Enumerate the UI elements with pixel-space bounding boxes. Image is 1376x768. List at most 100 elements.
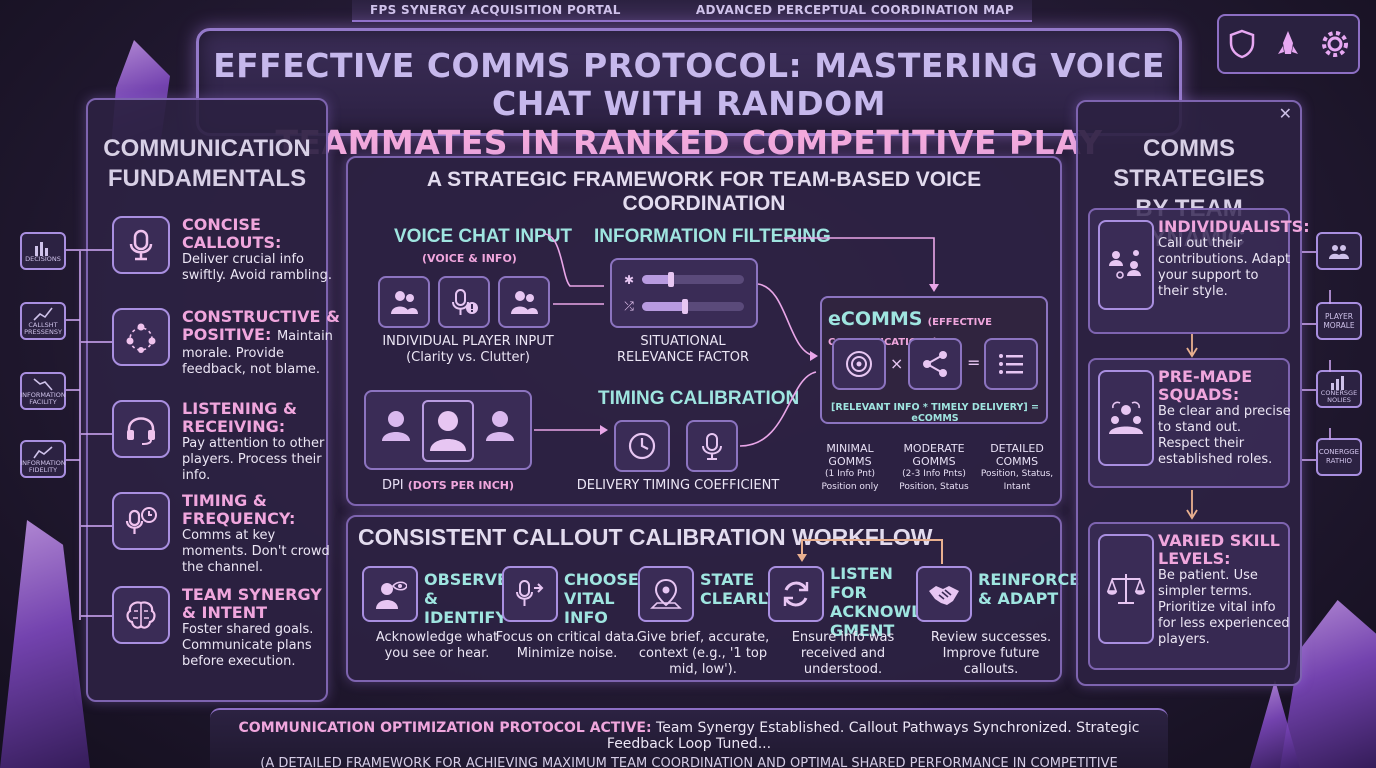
fund-inline-body: Maintain [276,329,333,344]
strat-body: Call out their contributions. Adapt your… [1158,236,1291,299]
strat-body: Be patient. Use simpler terms. Prioritiz… [1158,568,1290,647]
status-text: Team Synergy Established. Callout Pathwa… [606,720,1140,752]
fund-icon-box [112,400,170,458]
side-chip-decisions[interactable]: DECISIONS [20,232,66,270]
target-icon [846,351,872,377]
list-icon [999,354,1023,374]
chip-label: DECISIONS [25,254,61,263]
individual-caption-1: INDIVIDUAL PLAYER INPUT [382,334,554,349]
chip-label: INFORMATION FIDELITY [20,459,66,474]
rocket-icon[interactable] [1272,28,1304,60]
workflow-title: CONSISTENT CALLOUT CALIBRATION WORKFLOW [358,524,933,550]
info-filtering-label: INFORMATION FILTERING [594,226,831,247]
strat-icon-box [1098,220,1154,310]
squad-icon [1109,401,1143,434]
filter-sliders-box[interactable]: ✱ ⤮ [610,258,758,328]
side-chip-fidelity[interactable]: INFORMATION FIDELITY [20,440,66,478]
level-l2: COMMS [995,455,1039,468]
strategy-arrow [1186,490,1198,520]
gear-icon[interactable] [1319,28,1351,60]
wf-icon-box [916,566,972,622]
side-chip-pressensy[interactable]: CALLSHT PRESSENSY [20,302,66,340]
headset-icon [127,417,155,445]
chip-label: CONERGGE RATHIO [1318,448,1360,465]
close-icon[interactable]: ✕ [1278,104,1292,123]
ecomms-box: eCOMMS (EFFECTIVE COMMUNICATIONS) × = [R… [820,296,1048,424]
filter-slider[interactable] [641,298,744,314]
line-chart-down-icon [33,378,53,391]
microphone-icon [129,229,153,261]
chip-label: INFORMATION FACILITY [20,391,66,406]
clock-box[interactable] [614,420,670,472]
fund-body: Deliver crucial info swiftly. Avoid ramb… [182,252,333,283]
equals-sign: = [967,353,981,372]
mic-arrow-icon [516,580,544,606]
dpi-caption: DPI (DOTS PER INCH) [364,478,532,493]
shield-icon[interactable] [1226,28,1258,60]
player-input-box-2[interactable] [438,276,490,328]
strategy-card[interactable]: INDIVIDUALISTS: Call out their contribut… [1088,208,1310,334]
slider-row-shuffle[interactable]: ⤮ [624,298,744,314]
fundamentals-title-line1: COMMUNICATION [103,135,311,162]
strategy-card[interactable]: VARIED SKILL LEVELS: Be patient. Use sim… [1088,522,1290,670]
level-l3: Position, Status, [980,469,1054,479]
fund-body: morale. Provide feedback, not blame. [182,346,321,377]
level-l3: (2-3 Info Pnts) [902,469,966,479]
chip-label: CONERSGE NOLIES [1320,389,1358,404]
level-l3: (1 Info Pnt) [824,469,875,479]
chip-label: CALLSHT PRESSENSY [24,321,62,336]
level-minimal: MINIMAL GOMMS (1 Info Pnt) Position only [820,442,880,494]
fund-body: Comms at key moments. Don't crowd the ch… [182,528,330,575]
side-chip-team[interactable] [1316,232,1362,270]
level-l4: Position, Status [899,482,969,492]
chip-label: PLAYER MORALE [1323,312,1355,330]
status-subline: (A DETAILED FRAMEWORK FOR ACHIEVING MAXI… [260,756,1118,768]
wf-icon-box [502,566,558,622]
strat-head: VARIED SKILL LEVELS: [1158,531,1280,568]
wf-body: Give brief, accurate, context (e.g., '1 … [636,630,770,677]
page-title-line1: EFFECTIVE COMMS PROTOCOL: MASTERING VOIC… [213,46,1165,123]
group-icon [1329,245,1349,259]
dpi-sub: (DOTS PER INCH) [407,479,515,492]
framework-title: A STRATEGIC FRAMEWORK FOR TEAM-BASED VOI… [426,168,982,215]
shuffle-icon: ⤮ [624,298,634,313]
voice-input-label: VOICE CHAT INPUT [394,226,573,247]
line-chart-icon [33,307,53,321]
eye-person-icon [376,581,407,609]
multiply-sign: × [890,354,904,373]
side-chip-nolies[interactable]: CONERSGE NOLIES [1316,370,1362,408]
title-frame: EFFECTIVE COMMS PROTOCOL: MASTERING VOIC… [196,28,1182,162]
ecomms-formula: [RELEVANT INFO * TIMELY DELIVERY] = eCOM… [831,402,1039,424]
strategy-card[interactable]: PRE-MADE SQUADS: Be clear and precise to… [1088,358,1291,488]
slider-row-bluetooth[interactable]: ✱ [623,272,745,287]
ecomms-target-box[interactable] [832,338,886,390]
situational-caption: SITUATIONAL RELEVANCE FACTOR [598,334,768,366]
fundamentals-title: COMMUNICATION FUNDAMENTALS [88,134,326,194]
line-chart-icon [33,446,53,459]
dpi-box[interactable] [364,390,532,470]
ecomms-list-box[interactable] [984,338,1038,390]
wf-head: OBSERVE & IDENTIFY [424,570,508,627]
level-l4: Position only [821,482,879,492]
wf-body: Focus on critical data. Minimize noise. [495,630,639,661]
wf-head: CHOOSE VITAL INFO [564,570,639,627]
wf-icon-box [638,566,694,622]
relevance-slider[interactable] [642,272,745,287]
microphone-icon [702,433,722,460]
timing-mic-box[interactable] [686,420,738,472]
portal-label: FPS SYNERGY ACQUISITION PORTAL [370,3,621,17]
strat-icon-box [1098,370,1154,466]
player-input-box-3[interactable] [498,276,550,328]
framework-panel: A STRATEGIC FRAMEWORK FOR TEAM-BASED VOI… [346,156,1062,506]
fund-icon-box [112,308,170,366]
team-circle-icon [126,323,156,353]
individual-caption: INDIVIDUAL PLAYER INPUT (Clarity vs. Clu… [368,334,568,366]
side-chip-morale[interactable]: PLAYER MORALE [1316,302,1362,340]
bluetooth-icon: ✱ [623,272,635,287]
ecomms-share-box[interactable] [908,338,962,390]
status-bar: COMMUNICATION OPTIMIZATION PROTOCOL ACTI… [210,708,1168,768]
side-chip-rathio[interactable]: CONERGGE RATHIO [1316,438,1362,476]
player-input-box-1[interactable] [378,276,430,328]
players-icon [391,291,418,314]
side-chip-facility[interactable]: INFORMATION FACILITY [20,372,66,410]
